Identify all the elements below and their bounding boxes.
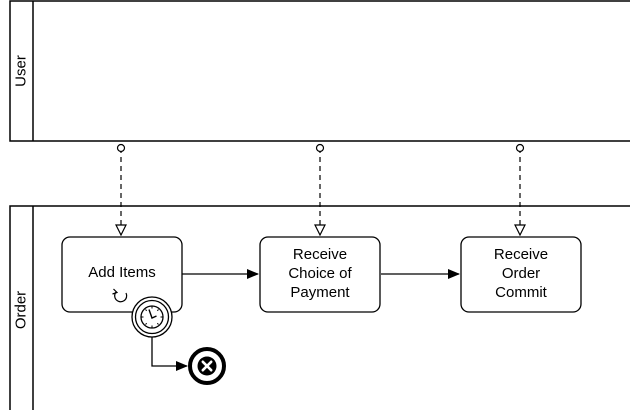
task-receive-choice-of-payment[interactable]: Receive Choice of Payment [259,236,381,313]
task-receive-choice-of-payment-line-1: Receive [293,246,347,263]
timer-boundary-event-icon[interactable] [131,296,173,338]
cancel-end-event-icon[interactable] [188,347,226,385]
task-receive-order-commit-box [460,236,582,313]
task-receive-order-commit-line-1: Receive [494,246,548,263]
loop-marker-icon [112,288,128,303]
task-receive-order-commit-line-2: Order [502,265,540,282]
task-receive-choice-of-payment-line-3: Payment [290,284,350,301]
pool-order-label: Order [12,291,29,329]
task-receive-choice-of-payment-box [259,236,381,313]
task-add-items-label: Add Items [88,264,156,281]
task-add-items-box [61,236,183,313]
pool-user-border [9,0,630,142]
task-receive-order-commit-line-3: Commit [495,284,547,301]
pool-user-label: User [12,55,29,87]
task-receive-choice-of-payment-line-2: Choice of [288,265,352,282]
exception-flow[interactable] [151,337,188,371]
task-receive-order-commit[interactable]: Receive Order Commit [460,236,582,313]
task-add-items[interactable]: Add Items [61,236,183,313]
pool-user[interactable]: User [9,0,630,142]
